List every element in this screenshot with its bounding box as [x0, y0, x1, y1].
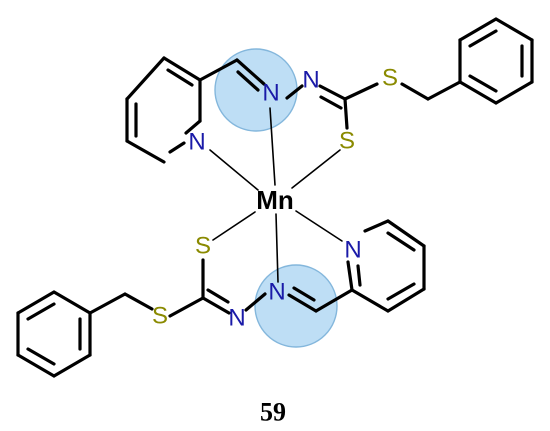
highlight-circle-bottom	[254, 264, 338, 348]
atom-label-ring-s-bottom: S	[195, 233, 211, 260]
coordination-bonds	[209, 107, 343, 283]
atom-label-hydrazone-n-top: N	[302, 67, 319, 94]
compound-number: 59	[260, 398, 286, 427]
atom-labels: N N N S S Mn N N N S S	[152, 65, 398, 332]
atom-label-thioether-s-bottom: S	[152, 303, 168, 330]
atom-label-pyridine-n-top: N	[188, 129, 205, 156]
atom-label-pyridine-n-bottom: N	[344, 237, 361, 264]
atom-label-imine-n-top: N	[262, 80, 279, 107]
atom-label-ring-s-top: S	[339, 128, 355, 155]
top-ligand	[125, 17, 534, 164]
atom-label-imine-n-bottom: N	[268, 279, 285, 306]
atom-label-thioether-s-top: S	[382, 65, 398, 92]
metal-center: Mn	[256, 185, 294, 215]
bottom-ligand	[16, 219, 426, 378]
atom-label-hydrazone-n-bottom: N	[228, 305, 245, 332]
